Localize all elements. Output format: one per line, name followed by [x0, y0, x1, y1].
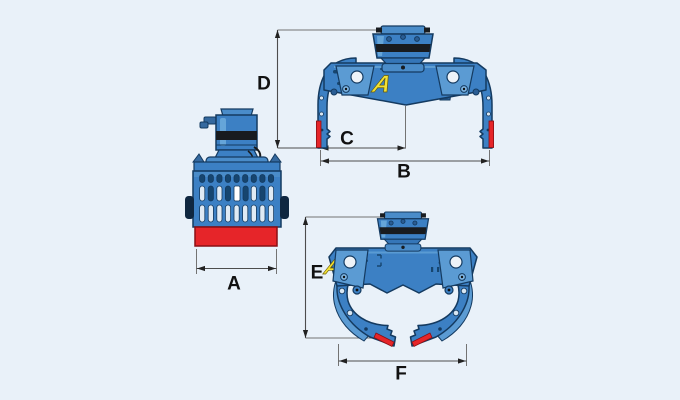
dimension-label-d: D: [257, 73, 271, 95]
dimension-b: [320, 150, 490, 166]
dimension-label-f: F: [395, 363, 407, 385]
dimension-label-b: B: [397, 161, 411, 183]
rotator-open: [372, 25, 434, 73]
closed-side-view: A: [302, 211, 478, 366]
rotator-front: [199, 108, 269, 168]
link-plate-open-left: [330, 65, 375, 96]
side-bumper-left: [185, 196, 194, 219]
open-side-view: A: [274, 25, 495, 166]
grapple-body-front: [185, 170, 289, 228]
dimension-f: [338, 344, 467, 366]
dimension-label-a: A: [227, 273, 241, 295]
dimension-label-c: C: [340, 128, 354, 150]
wear-strip-closed: [373, 332, 395, 348]
grill-slots: [199, 174, 274, 223]
front-view: [185, 108, 289, 274]
dimension-d: [274, 29, 406, 149]
link-plate-closed-left: [332, 249, 369, 295]
wear-strip-open: [315, 120, 322, 148]
wear-block-front: [194, 226, 278, 247]
dimension-label-e: E: [310, 262, 324, 284]
side-bumper-right: [280, 196, 289, 219]
dimension-c: [320, 106, 406, 151]
dimension-a: [196, 249, 277, 274]
rotator-closed: [376, 211, 430, 252]
